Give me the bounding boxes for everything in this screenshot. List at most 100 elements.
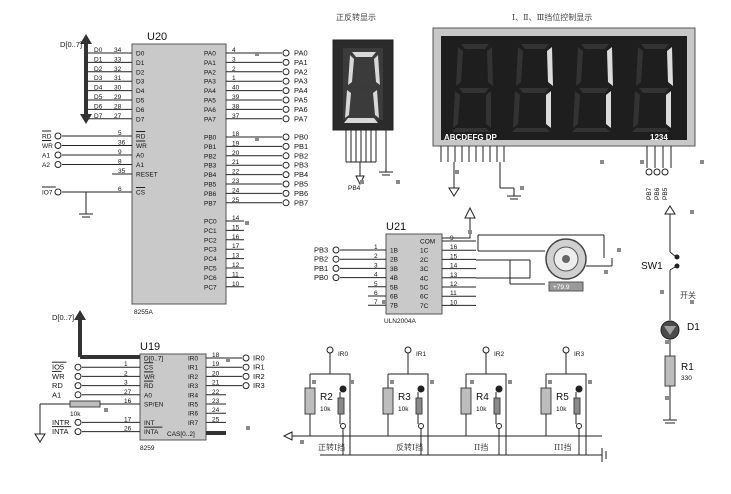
- u20-port-terminal[interactable]: [282, 171, 290, 179]
- u20-port-net-label: PA4: [294, 86, 308, 95]
- u19-pin-number: 21: [212, 380, 220, 387]
- u20-port-terminal[interactable]: [282, 77, 290, 85]
- pb-tap-label: PB7: [646, 187, 653, 200]
- u19-right-pin-name: IR0: [188, 356, 199, 363]
- u20-pin-name: WR: [136, 143, 147, 150]
- u19-left-terminal[interactable]: [74, 372, 82, 380]
- u20-pin-number: 37: [232, 113, 240, 120]
- u20-port-net-label: PB6: [294, 189, 308, 198]
- u19-left-terminal[interactable]: [74, 382, 82, 390]
- u20-port-terminal[interactable]: [282, 199, 290, 207]
- switch-block-caption: 正转I挡: [318, 442, 345, 452]
- u20-port-net-label: PB7: [294, 198, 308, 207]
- u20-port-terminal[interactable]: [282, 115, 290, 123]
- u21-input-terminal[interactable]: [332, 255, 340, 263]
- u20-ctrl-terminal[interactable]: [54, 132, 62, 140]
- u20-ctrl-terminal[interactable]: [54, 188, 62, 196]
- u19-left-terminal[interactable]: [74, 428, 82, 436]
- u21-input-terminal[interactable]: [332, 246, 340, 254]
- u19-right-net-label: IR0: [253, 354, 265, 363]
- u20-pin-name: D6: [136, 107, 145, 114]
- u20-ctrl-net-label: A1: [42, 153, 50, 160]
- u20-port-pin-name: PA1: [204, 60, 216, 67]
- u20-port-terminal[interactable]: [282, 58, 290, 66]
- u20-pin-number: 15: [232, 224, 240, 231]
- u20-pin-number: 19: [232, 140, 240, 147]
- switch-block-ref: R4: [476, 392, 489, 403]
- u19-left-terminal[interactable]: [74, 363, 82, 371]
- u20-port-terminal[interactable]: [282, 189, 290, 197]
- u21-pin-number: 2: [374, 253, 378, 260]
- u20-ctrl-terminal[interactable]: [54, 151, 62, 159]
- u21-input-terminal[interactable]: [332, 274, 340, 282]
- quad-digit-2: 1: [512, 44, 553, 132]
- u21-pin-number: 12: [450, 281, 458, 288]
- u19-right-terminal[interactable]: [242, 372, 250, 380]
- u21-pin-number: 4: [374, 272, 378, 279]
- u20-port-terminal[interactable]: [282, 152, 290, 160]
- u19-pin-number: 26: [124, 426, 132, 433]
- u20-port-terminal[interactable]: [282, 180, 290, 188]
- u21-input-terminal[interactable]: [332, 264, 340, 272]
- u21-input-net-label: PB3: [314, 246, 328, 255]
- u21-pin-number: 1: [374, 244, 378, 251]
- switch-block-net-label: IR3: [574, 351, 585, 358]
- u20-pin-name: D3: [136, 79, 145, 86]
- u20-port-pin-name: PC4: [204, 256, 217, 263]
- u19-right-terminal[interactable]: [242, 363, 250, 371]
- stepper-motor[interactable]: +79.9: [476, 234, 613, 292]
- u19-right-pin-name: IR4: [188, 392, 199, 399]
- u21-pin-name: 2C: [420, 257, 429, 264]
- u20-port-terminal[interactable]: [282, 105, 290, 113]
- u19-cas-pin: CAS[0..2]: [167, 431, 195, 438]
- pb-tap-terminal[interactable]: [645, 168, 653, 176]
- u19-left-net-label: RD: [52, 381, 63, 390]
- u20-port-pin-name: PC2: [204, 237, 217, 244]
- u20-port-terminal[interactable]: [282, 161, 290, 169]
- u20-port-net-label: PA1: [294, 58, 308, 67]
- pb-tap-terminal[interactable]: [661, 168, 669, 176]
- u20-pin-number: 40: [232, 85, 240, 92]
- u20-port-terminal[interactable]: [282, 68, 290, 76]
- u20-port-pin-name: PB3: [204, 163, 217, 170]
- u20-port-terminal[interactable]: [282, 133, 290, 141]
- u20-port-terminal[interactable]: [282, 96, 290, 104]
- u20-data-net-label: D2: [94, 66, 103, 73]
- u20-ctrl-net-label: WR: [42, 143, 53, 150]
- quad-digit-label: 1234: [650, 133, 668, 142]
- u19-right-terminal[interactable]: [242, 382, 250, 390]
- u19-right-terminal[interactable]: [242, 354, 250, 362]
- sw1-switch[interactable]: SW1 开关: [641, 205, 696, 320]
- u20-pin-number: 23: [232, 178, 240, 185]
- sw1-ref: SW1: [641, 261, 663, 272]
- u20-data-net-label: D5: [94, 94, 103, 101]
- u20-port-net-label: PA6: [294, 105, 308, 114]
- u19-right-pin-name: IR2: [188, 374, 199, 381]
- u21-pin-name: 1C: [420, 248, 429, 255]
- u20-port-terminal[interactable]: [282, 142, 290, 150]
- u19-right-pin-name: IR1: [188, 365, 199, 372]
- u20-ctrl-terminal[interactable]: [54, 161, 62, 168]
- u19-left-terminal[interactable]: [74, 391, 82, 399]
- u21-ref: U21: [386, 221, 406, 233]
- u21-pin-name: 4B: [390, 275, 398, 282]
- pb-tap-terminal[interactable]: [653, 168, 661, 176]
- u21-pin-number: 5: [374, 281, 378, 288]
- u20-port-pin-name: PC1: [204, 228, 217, 235]
- u20-port-terminal[interactable]: [282, 49, 290, 57]
- u20-port-terminal[interactable]: [282, 87, 290, 95]
- u20-pin-number: 2: [232, 66, 236, 73]
- u20-ctrl-terminal[interactable]: [54, 142, 62, 149]
- u20-pin-name: D7: [136, 116, 145, 123]
- u19-left-terminal[interactable]: [74, 418, 82, 426]
- u19-pin-number: 24: [212, 407, 220, 414]
